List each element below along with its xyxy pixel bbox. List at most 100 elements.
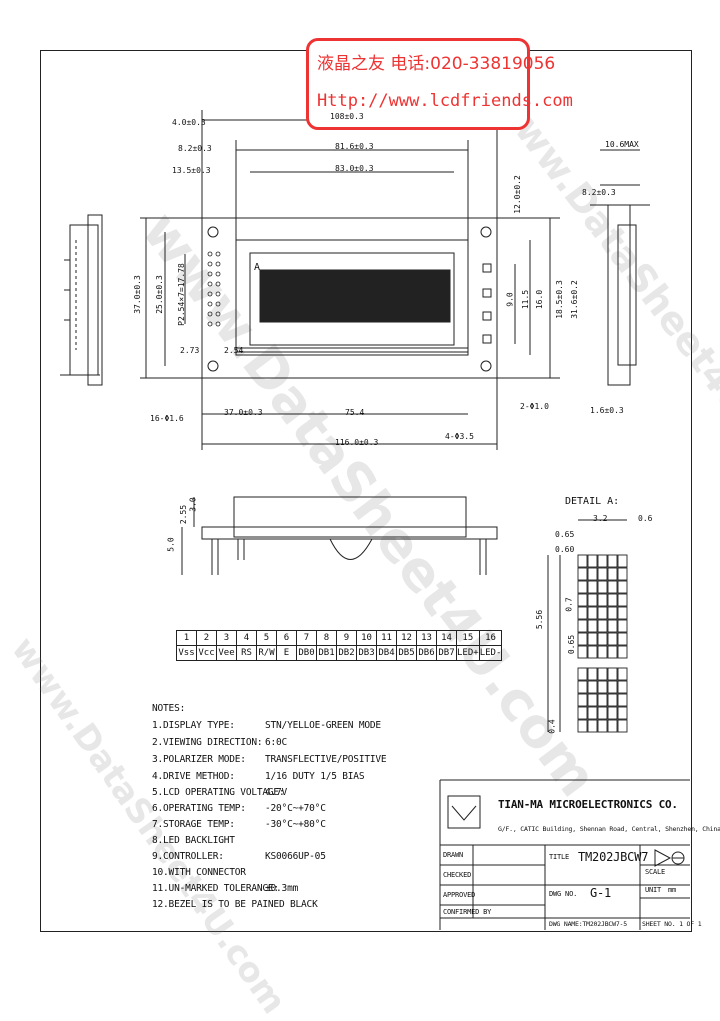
note-label: 2.VIEWING DIRECTION: — [152, 737, 263, 748]
pin-number: 12 — [396, 630, 417, 646]
note-label: 7.STORAGE TEMP: — [152, 819, 235, 830]
pin-name: R/W — [256, 645, 277, 661]
dim-side-2: 5.0 — [166, 537, 176, 552]
pin-name: DB5 — [396, 645, 417, 661]
drawn-label: DRAWN — [443, 851, 464, 859]
pin-number: 9 — [336, 630, 357, 646]
dim-right-2: 11.5 — [521, 289, 531, 310]
dim-left-1: 37.0±0.3 — [132, 275, 142, 314]
model-title: TM202JBCW7 — [578, 850, 649, 864]
pin-number: 3 — [216, 630, 237, 646]
dim-top-5: 81.6±0.3 — [335, 142, 374, 151]
checked-label: CHECKED — [443, 871, 472, 879]
pin-name: DB4 — [376, 645, 397, 661]
note-value: ±0.3mm — [265, 883, 299, 894]
dim-left-3: P2.54×7=17.78 — [176, 263, 186, 326]
dim-bottom-2: 75.4 — [345, 408, 365, 417]
dim-top-9: 8.2±0.3 — [582, 188, 616, 197]
dim-top-2: 8.2±0.3 — [178, 144, 212, 153]
note-value: STN/YELLOE-GREEN MODE — [265, 720, 381, 731]
dim-right-1: 9.0 — [505, 292, 515, 307]
dim-right-3: 16.0 — [535, 289, 545, 310]
dim-top-6: 83.0±0.3 — [335, 164, 374, 173]
stamp-phone: 液晶之友 电话:020-33819056 — [317, 54, 556, 74]
notes-heading: NOTES: — [152, 703, 186, 714]
dim-top-8: 10.6MAX — [605, 140, 639, 149]
pin-name: LED+ — [456, 645, 480, 661]
pin-name: DB0 — [296, 645, 317, 661]
lcd-detail-label: A — [254, 262, 261, 273]
approved-label: APPROVED — [443, 891, 476, 899]
pin-number: 8 — [316, 630, 337, 646]
dwg-no-label: DWG NO. — [549, 890, 578, 898]
note-label: 3.POLARIZER MODE: — [152, 754, 246, 765]
pin-number: 13 — [416, 630, 437, 646]
pin-name: LED- — [478, 645, 503, 661]
confirmed-label: CONFIRMED BY — [443, 908, 492, 916]
dim-left-4: 2.73 — [180, 346, 200, 355]
pin-number: 2 — [196, 630, 217, 646]
detail-d1: 3.2 — [593, 514, 608, 523]
note-label: 9.CONTROLLER: — [152, 851, 224, 862]
detail-d2: 0.6 — [638, 514, 653, 523]
note-value: -20°C~+70°C — [265, 803, 326, 814]
detail-d7: 0.65 — [567, 634, 577, 655]
pin-name: DB6 — [416, 645, 437, 661]
dim-top-3: 13.5±0.3 — [172, 166, 211, 175]
company-name: TIAN-MA MICROELECTRONICS CO. — [498, 798, 678, 811]
scale-label: SCALE — [645, 868, 666, 876]
note-value: -30°C~+80°C — [265, 819, 326, 830]
note-value: 1/16 DUTY 1/5 BIAS — [265, 771, 365, 782]
stamp-url[interactable]: Http://www.lcdfriends.com — [317, 91, 573, 111]
dim-bottom-4: 4-Φ3.5 — [445, 432, 474, 441]
note-value: 6:0C — [265, 737, 288, 748]
pin-name: DB7 — [436, 645, 457, 661]
detail-d8: 0.4 — [547, 719, 557, 734]
pin-number: 14 — [436, 630, 457, 646]
pin-number: 15 — [456, 630, 480, 646]
note-value: 4.7V — [265, 787, 288, 798]
note-label: 11.UN-MARKED TOLERANCE: — [152, 883, 279, 894]
dim-left-6: 16-Φ1.6 — [150, 414, 184, 423]
detail-d6: 0.7 — [564, 597, 574, 612]
pin-number: 10 — [356, 630, 377, 646]
note-label: 6.OPERATING TEMP: — [152, 803, 246, 814]
pin-number-row: 1 2 3 4 5 6 7 8 9 10 11 12 13 14 15 16 — [176, 630, 503, 646]
note-label: 4.DRIVE METHOD: — [152, 771, 235, 782]
note-label: 10.WITH CONNECTOR — [152, 867, 246, 878]
pin-name-row: Vss Vcc Vee RS R/W E DB0 DB1 DB2 DB3 DB4… — [176, 645, 503, 661]
sheet-no: SHEET NO. 1 OF 1 — [642, 920, 702, 928]
note-label: 5.LCD OPERATING VOLTAGE: — [152, 787, 285, 798]
pin-name: Vee — [216, 645, 237, 661]
dim-side-1: 2.55 — [179, 504, 189, 525]
pin-number: 11 — [376, 630, 397, 646]
pin-name: RS — [236, 645, 257, 661]
dim-bottom-3: 116.0±0.3 — [335, 438, 379, 447]
dim-left-5: 2.54 — [224, 346, 244, 355]
note-label: 12.BEZEL IS TO BE PAINED BLACK — [152, 899, 318, 910]
unit-value: mm — [668, 886, 677, 894]
pin-name: Vcc — [196, 645, 217, 661]
pin-name: DB1 — [316, 645, 337, 661]
pin-number: 1 — [176, 630, 197, 646]
note-value: KS0066UP-05 — [265, 851, 326, 862]
dim-side-3: 3.0 — [188, 497, 198, 512]
detail-d4: 0.60 — [555, 545, 575, 554]
title-label: TITLE — [549, 853, 570, 861]
dim-bottom-1: 37.0±0.3 — [224, 408, 263, 417]
note-value: TRANSFLECTIVE/POSITIVE — [265, 754, 387, 765]
red-stamp: 液晶之友 电话:020-33819056 Http://www.lcdfrien… — [306, 38, 573, 130]
dim-right-4: 18.5±0.3 — [554, 280, 564, 319]
pin-number: 6 — [276, 630, 297, 646]
dim-left-2: 25.0±0.3 — [154, 275, 164, 314]
dim-top-4: 108±0.3 — [330, 112, 364, 121]
detail-d3: 0.65 — [555, 530, 575, 539]
dim-top-7: 12.0±0.2 — [512, 175, 522, 214]
pin-name: E — [276, 645, 297, 661]
pin-number: 5 — [256, 630, 277, 646]
dim-bottom-6: 1.6±0.3 — [590, 406, 624, 415]
detail-d5: 5.56 — [535, 609, 545, 630]
pin-name: Vss — [176, 645, 197, 661]
pin-table: 1 2 3 4 5 6 7 8 9 10 11 12 13 14 15 16 V… — [176, 630, 503, 661]
